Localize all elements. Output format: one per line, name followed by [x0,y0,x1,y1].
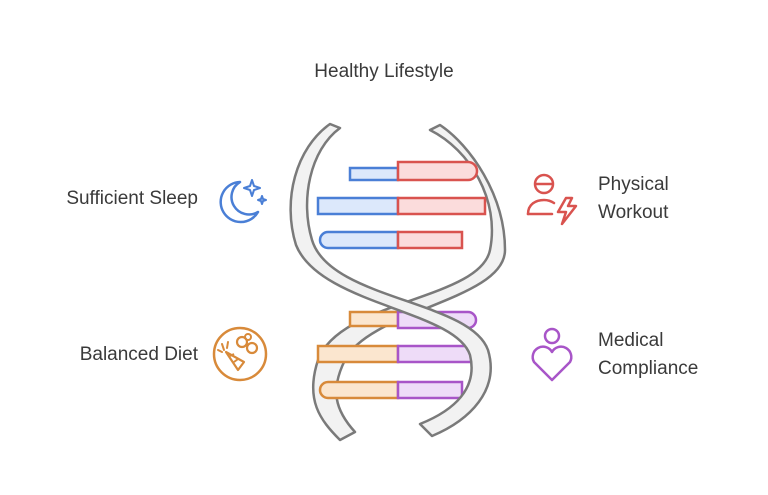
rung-red-2 [396,196,487,216]
helix-strand-front [289,122,492,438]
rung-red-3 [396,230,464,250]
person-heart-icon [531,327,573,382]
diagram-title: Healthy Lifestyle [314,61,454,82]
rung-group-top [316,160,487,250]
label-medical-compliance: Medical Compliance [598,330,699,379]
rung-red-1 [396,160,479,182]
person-lightning-icon [526,173,578,226]
label-sufficient-sleep: Sufficient Sleep [66,188,198,209]
rung-blue-1 [348,166,400,182]
rung-purple-3 [396,380,464,400]
carrot-plate-icon [212,326,268,382]
rung-orange-3 [318,380,400,400]
helix-strand-back [311,123,507,442]
rung-orange-1 [348,310,400,328]
rung-blue-2 [316,196,400,216]
moon-stars-icon [219,179,267,224]
label-balanced-diet: Balanced Diet [79,344,198,365]
rung-blue-3 [318,230,400,250]
label-physical-workout: Physical Workout [598,174,669,223]
rung-orange-2 [316,344,400,364]
